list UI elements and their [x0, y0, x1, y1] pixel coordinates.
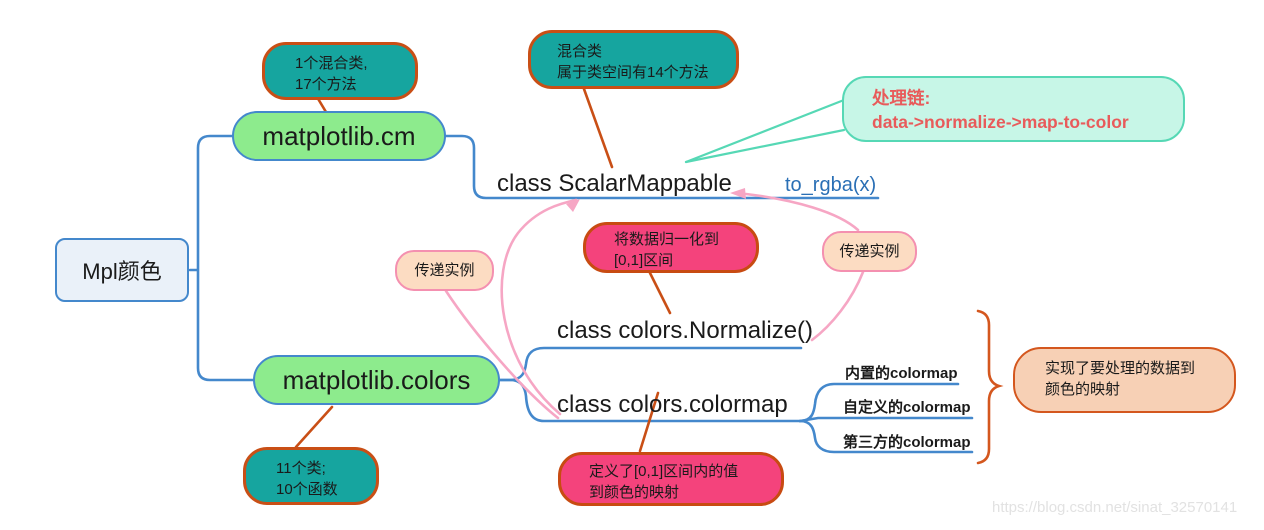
- link-colorsnote-to-colors: [294, 405, 334, 449]
- pass-right-to-normalize: [810, 270, 865, 342]
- callout-line: 到颜色的映射: [589, 484, 680, 501]
- node-custom-colormap[interactable]: 自定义的colormap: [843, 399, 971, 416]
- group-brace: [976, 309, 1004, 465]
- callout-line: 实现了要处理的数据到: [1045, 360, 1196, 377]
- callout-line: [0,1]区间: [614, 252, 674, 269]
- callout-cm-note[interactable]: 1个混合类, 17个方法: [262, 42, 418, 100]
- callout-line: 10个函数: [276, 481, 338, 498]
- chain-wedge-top: [684, 98, 846, 164]
- watermark: https://blog.csdn.net/sinat_32570141: [992, 499, 1238, 516]
- branch-colormap-to-custom: [798, 416, 974, 423]
- chain-wedge-bottom: [684, 128, 846, 164]
- callout-line: 将数据归一化到: [614, 231, 720, 248]
- arrowhead-up-icon: [566, 199, 580, 212]
- arrowhead-left-icon: [730, 188, 746, 199]
- callout-line: 属于类空间有14个方法: [557, 64, 709, 81]
- callout-line: data->normalize->map-to-color: [872, 112, 1129, 132]
- node-matplotlib-cm[interactable]: matplotlib.cm: [232, 111, 446, 161]
- branch-cm-to-scalarmappable: [444, 134, 880, 200]
- callout-pass-instance-right[interactable]: 传递实例: [822, 231, 917, 272]
- callout-line: 11个类;: [276, 460, 326, 477]
- branch-root-to-children: [188, 134, 255, 382]
- callout-pass-instance-left[interactable]: 传递实例: [395, 250, 494, 291]
- callout-colors-note[interactable]: 11个类; 10个函数: [243, 447, 379, 505]
- branch-colors-to-normalize: [498, 346, 803, 382]
- node-mpl-colors[interactable]: Mpl颜色: [55, 238, 189, 302]
- callout-line: 1个混合类,: [295, 55, 368, 72]
- node-class-normalize[interactable]: class colors.Normalize(): [557, 317, 814, 344]
- callout-normalize-note[interactable]: 将数据归一化到 [0,1]区间: [583, 222, 759, 273]
- callout-colormap-group-note[interactable]: 实现了要处理的数据到 颜色的映射: [1013, 347, 1236, 413]
- callout-line: 混合类: [557, 43, 603, 60]
- callout-processing-chain[interactable]: 处理链: data->normalize->map-to-color: [842, 76, 1185, 142]
- callout-line: 颜色的映射: [1045, 381, 1121, 398]
- callout-line: 处理链:: [872, 88, 931, 108]
- node-to-rgba[interactable]: to_rgba(x): [785, 174, 877, 196]
- pass-right-to-scalarmappable: [744, 192, 860, 232]
- callout-scalarmappable-note[interactable]: 混合类 属于类空间有14个方法: [528, 30, 739, 89]
- node-class-colormap[interactable]: class colors.colormap: [557, 391, 788, 418]
- link-cmapnote-to-colormap: [638, 391, 660, 453]
- branch-colormap-to-thirdparty: [798, 419, 974, 454]
- link-normnote-to-normalize: [648, 271, 672, 315]
- branch-colors-to-colormap: [498, 378, 802, 423]
- node-thirdparty-colormap[interactable]: 第三方的colormap: [843, 434, 971, 451]
- callout-line: 17个方法: [295, 76, 357, 93]
- link-smnote-to-scalarmappable: [582, 87, 614, 169]
- pass-left-to-colormap: [444, 289, 560, 420]
- callout-line: 定义了[0,1]区间内的值: [589, 463, 739, 480]
- node-class-scalarmappable[interactable]: class ScalarMappable: [497, 170, 732, 197]
- node-matplotlib-colors[interactable]: matplotlib.colors: [253, 355, 500, 405]
- pass-colormap-to-scalarmappable: [500, 198, 578, 416]
- callout-colormap-note[interactable]: 定义了[0,1]区间内的值 到颜色的映射: [558, 452, 784, 506]
- node-builtin-colormap[interactable]: 内置的colormap: [845, 365, 958, 382]
